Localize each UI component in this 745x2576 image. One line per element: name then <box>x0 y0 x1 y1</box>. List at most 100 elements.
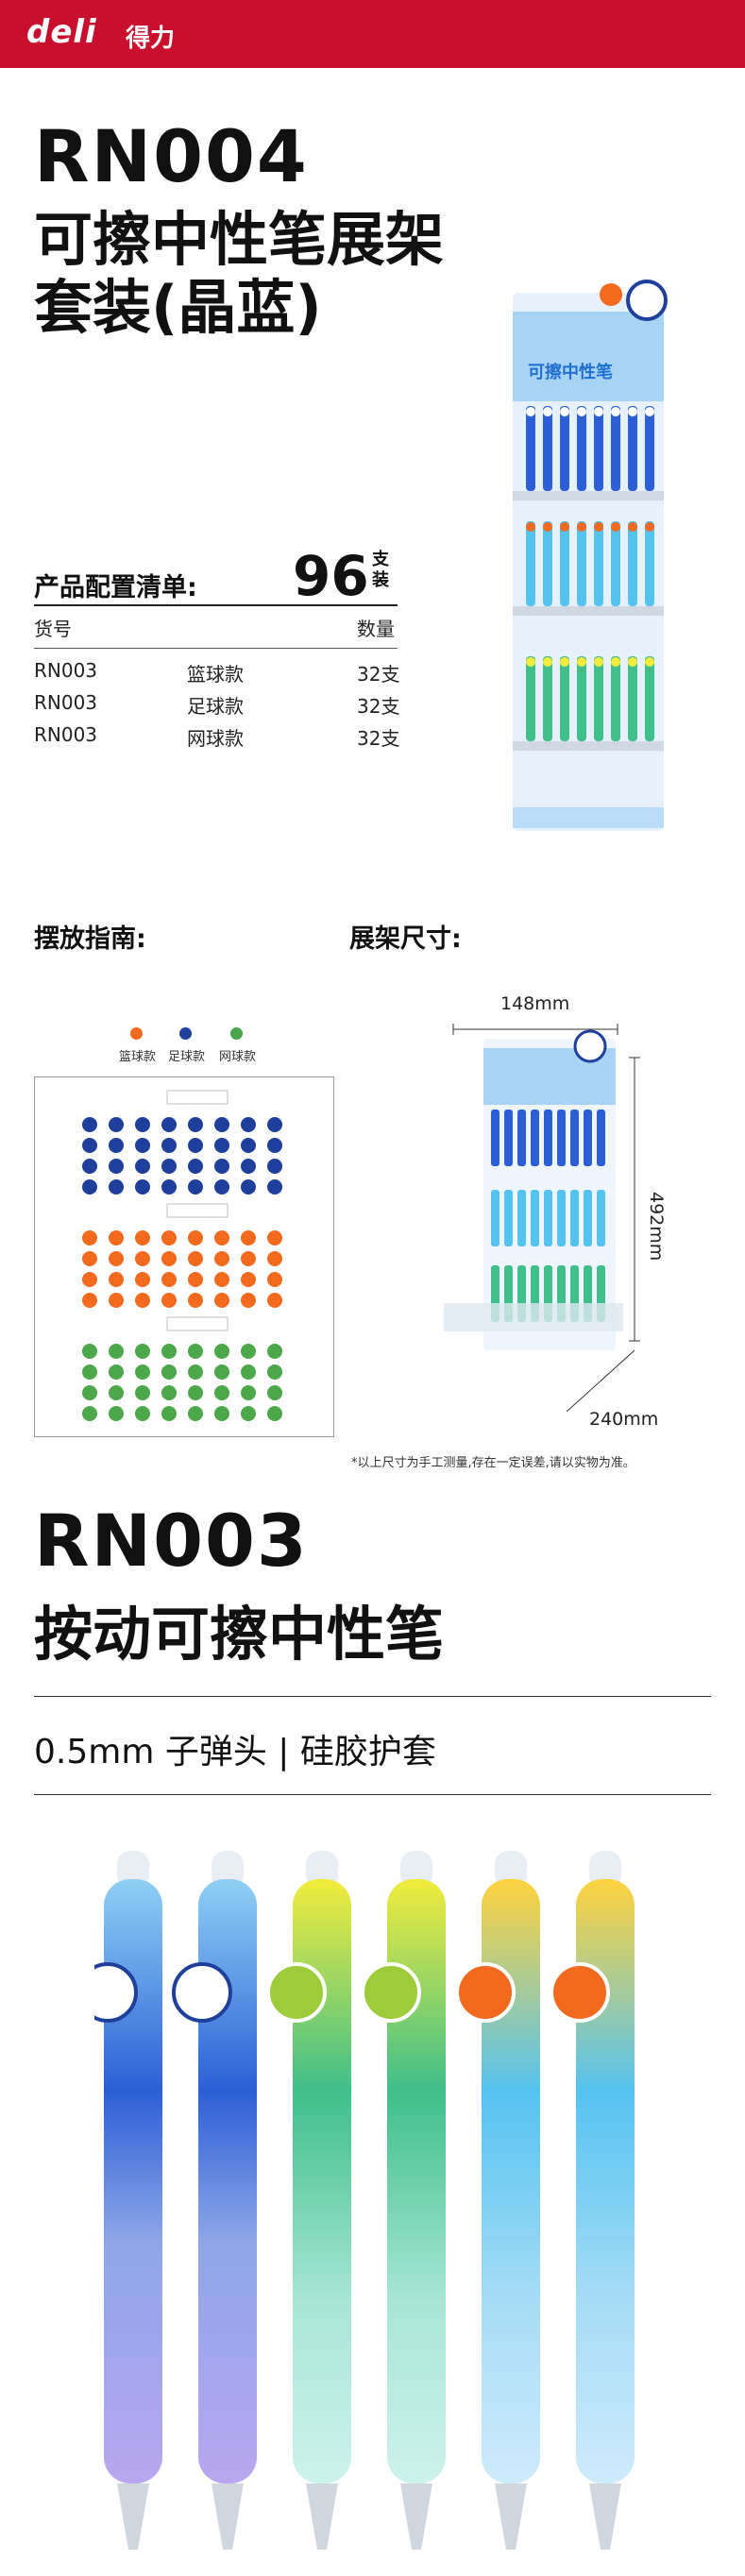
guide-dot-tennis <box>214 1406 229 1421</box>
guide-dot-football <box>214 1159 229 1174</box>
guide-dot-football <box>109 1159 124 1174</box>
guide-dot-basketball <box>188 1230 203 1246</box>
legend-label-football: 足球款 <box>168 1050 206 1064</box>
rack-pen <box>526 521 535 606</box>
rack-pen-ball <box>560 657 569 667</box>
guide-dot-football <box>161 1159 177 1174</box>
rack-pen-ball <box>577 657 586 667</box>
guide-dot-basketball <box>267 1251 282 1266</box>
pen-tip <box>589 2483 621 2550</box>
rack-pen-ball <box>526 522 535 532</box>
guide-dot-football <box>241 1179 256 1195</box>
guide-dot-football <box>135 1159 150 1174</box>
guide-dot-tennis <box>188 1406 203 1421</box>
brand-header: deli 得力 <box>0 0 745 68</box>
guide-dot-football <box>135 1117 150 1132</box>
dim-rack-pen <box>491 1110 499 1166</box>
guide-dot-basketball <box>161 1251 177 1266</box>
guide-label-box <box>166 1203 229 1218</box>
rack-pen-ball <box>628 522 637 532</box>
guide-dot-tennis <box>82 1385 97 1400</box>
basketball-icon <box>455 1962 516 2023</box>
guide-dot-football <box>82 1138 97 1153</box>
pen-plunger <box>589 1851 621 1889</box>
brand-logo: deli <box>26 13 97 51</box>
rack-pen <box>543 406 552 491</box>
guide-dot-tennis <box>82 1406 97 1421</box>
rack-pen <box>611 656 620 741</box>
guide-dot-football <box>109 1179 124 1195</box>
rack-pen-ball <box>594 407 603 416</box>
guide-dot-football <box>82 1117 97 1132</box>
row-sku: RN003 <box>34 723 98 746</box>
rack-pen <box>543 521 552 606</box>
guide-dot-basketball <box>109 1293 124 1308</box>
dim-rack-pen <box>570 1190 579 1246</box>
guide-dot-football <box>188 1138 203 1153</box>
guide-dot-football <box>214 1179 229 1195</box>
rack-pen-ball <box>543 657 552 667</box>
rack-pen <box>594 521 603 606</box>
svg-text:可擦中性笔: 可擦中性笔 <box>528 362 613 382</box>
hero-name-line-1: 可擦中性笔展架 <box>34 205 445 274</box>
pen-body <box>104 1879 162 2483</box>
guide-dot-basketball <box>214 1272 229 1287</box>
guide-dot-tennis <box>82 1344 97 1359</box>
guide-dot-tennis <box>267 1406 282 1421</box>
pen-plunger <box>495 1851 527 1889</box>
dimension-height: 492mm <box>646 1192 667 1262</box>
dim-rack-pen <box>584 1190 592 1246</box>
guide-dot-basketball <box>161 1272 177 1287</box>
guide-dot-basketball <box>214 1251 229 1266</box>
guide-dot-tennis <box>241 1406 256 1421</box>
guide-dot-basketball <box>135 1230 150 1246</box>
guide-dot-basketball <box>267 1272 282 1287</box>
rack-pen-ball <box>526 657 535 667</box>
guide-dot-tennis <box>82 1364 97 1380</box>
dim-rack-pen <box>504 1190 513 1246</box>
guide-label-box <box>166 1316 229 1331</box>
rack-pen <box>594 656 603 741</box>
column-header-qty: 数量 <box>357 618 395 640</box>
guide-dot-basketball <box>161 1293 177 1308</box>
row-qty: 32支 <box>357 727 400 750</box>
guide-dot-basketball <box>188 1272 203 1287</box>
rack-pen <box>526 656 535 741</box>
pen-body <box>198 1879 257 2483</box>
guide-dot-basketball <box>109 1251 124 1266</box>
guide-dot-tennis <box>161 1364 177 1380</box>
guide-dot-tennis <box>109 1344 124 1359</box>
guide-dot-basketball <box>82 1293 97 1308</box>
guide-dot-tennis <box>214 1364 229 1380</box>
rack-pen <box>645 521 654 606</box>
dimension-width: 148mm <box>500 993 570 1014</box>
rack-pen-ball <box>543 407 552 416</box>
pen-plunger <box>400 1851 432 1889</box>
rack-pen <box>577 656 586 741</box>
rack-pen-ball <box>611 407 620 416</box>
dim-rack-pen <box>584 1110 592 1166</box>
guide-dot-basketball <box>161 1230 177 1246</box>
legend-label-basketball: 篮球款 <box>119 1050 157 1064</box>
guide-dot-tennis <box>161 1385 177 1400</box>
guide-dot-basketball <box>214 1230 229 1246</box>
pens-image <box>94 1851 635 2550</box>
pen-tip <box>400 2483 432 2550</box>
guide-dot-football <box>267 1179 282 1195</box>
guide-dot-football <box>267 1117 282 1132</box>
spec-top-divider <box>34 1696 711 1697</box>
table-header-divider <box>34 648 398 649</box>
guide-dot-basketball <box>135 1272 150 1287</box>
dim-rack-pen <box>544 1190 552 1246</box>
dim-rack-pen <box>491 1190 499 1246</box>
dim-rack-pen <box>531 1190 539 1246</box>
dim-rack-pen <box>597 1110 605 1166</box>
rack-pen-ball <box>645 522 654 532</box>
row-style: 篮球款 <box>187 663 244 686</box>
pen-tip <box>212 2483 244 2550</box>
rack-pen <box>611 406 620 491</box>
rack-pen <box>628 656 637 741</box>
pen-plunger <box>117 1851 149 1889</box>
dim-rack-pen <box>570 1110 579 1166</box>
guide-dot-basketball <box>109 1272 124 1287</box>
